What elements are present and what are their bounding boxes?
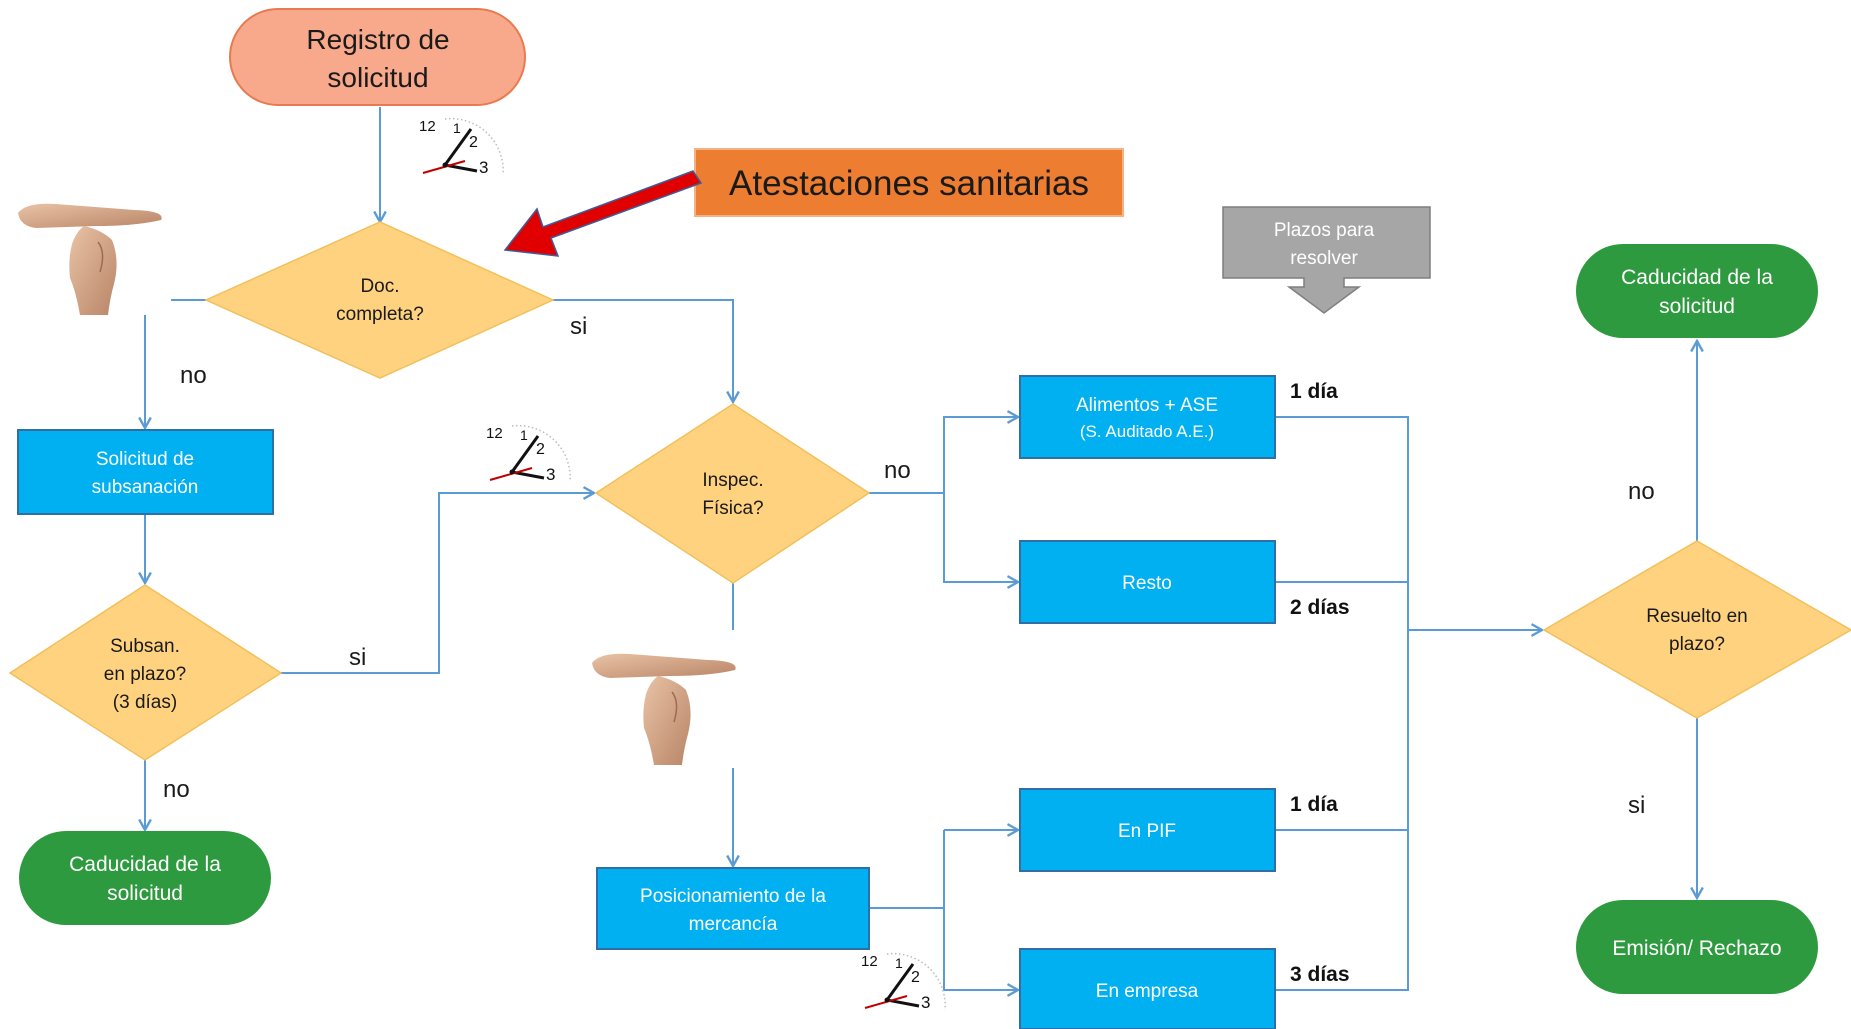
plazos-line2: resolver — [1290, 248, 1358, 269]
resto-node: Resto — [1019, 540, 1276, 624]
red-arrow-icon — [503, 170, 703, 257]
doc-no-label: no — [180, 362, 207, 389]
resuelto-no-label: no — [1628, 478, 1655, 505]
subsan-no-label: no — [163, 776, 190, 803]
edge-inspec-to-resto — [943, 493, 1018, 582]
alimentos-line2: (S. Auditado A.E.) — [1080, 422, 1214, 441]
resuelto-line1: Resuelto en — [1646, 606, 1747, 627]
edge-labels: no si si no no no si — [163, 313, 1655, 819]
solicitud-subsanacion-node: Solicitud de subsanación — [17, 429, 274, 515]
deadline-alimentos: 1 día — [1290, 380, 1338, 403]
alimentos-ase-node: Alimentos + ASE (S. Auditado A.E.) — [1019, 375, 1276, 459]
clock-icon — [484, 423, 572, 486]
deadline-pif: 1 día — [1290, 793, 1338, 816]
en-empresa-node: En empresa — [1019, 948, 1276, 1029]
connectors — [145, 107, 1697, 990]
registro-line2: solicitud — [327, 62, 428, 93]
subsan-si-label: si — [349, 644, 366, 671]
deadline-resto: 2 días — [1290, 596, 1350, 619]
resuelto-line2: plazo? — [1669, 634, 1725, 655]
doc-si-label: si — [570, 313, 587, 340]
edge-subsan-si — [281, 493, 594, 674]
subsanacion-line2: subsanación — [92, 477, 199, 498]
caducidad-left-node: Caducidad de la solicitud — [19, 831, 271, 925]
deadline-labels: 1 día 2 días 1 día 3 días — [1290, 380, 1350, 986]
doc-completa-decision: Doc. completa? — [204, 221, 555, 379]
inspec-line1: Inspec. — [702, 470, 763, 491]
inspec-fisica-decision: Inspec. Física? — [594, 403, 871, 584]
caducidad-right-line1: Caducidad de la — [1621, 266, 1773, 289]
caducidad-left-line1: Caducidad de la — [69, 853, 221, 876]
posicionamiento-line1: Posicionamiento de la — [640, 886, 826, 907]
alimentos-line1: Alimentos + ASE — [1076, 395, 1218, 416]
emision-label: Emisión/ Rechazo — [1612, 937, 1781, 960]
clock-icon — [859, 951, 947, 1014]
doc-line1: Doc. — [360, 276, 399, 297]
atestaciones-callout: Atestaciones sanitarias — [694, 148, 1124, 217]
doc-line2: completa? — [336, 304, 424, 325]
atestaciones-text: Atestaciones sanitarias — [729, 164, 1089, 203]
resuelto-si-label: si — [1628, 792, 1645, 819]
edge-pos-to-empresa — [943, 908, 1018, 990]
registro-line1: Registro de — [306, 24, 449, 55]
en-pif-node: En PIF — [1019, 788, 1276, 872]
registro-node: Registro de solicitud — [229, 8, 526, 106]
resto-label: Resto — [1122, 573, 1172, 594]
plazos-line1: Plazos para — [1274, 220, 1375, 241]
resuelto-plazo-decision: Resuelto en plazo? — [1542, 540, 1851, 719]
pif-label: En PIF — [1118, 821, 1176, 842]
edge-alimentos-out — [1275, 416, 1409, 991]
subsanacion-line1: Solicitud de — [96, 449, 194, 470]
subsan-plazo-decision: Subsan. en plazo? (3 días) — [8, 584, 283, 761]
empresa-label: En empresa — [1096, 981, 1199, 1002]
subsan-line1: Subsan. — [110, 636, 180, 657]
inspec-no-label: no — [884, 457, 911, 484]
subsan-line3: (3 días) — [113, 692, 177, 713]
edge-doc-si — [553, 299, 733, 402]
subsan-line2: en plazo? — [104, 664, 186, 685]
posicionamiento-node: Posicionamiento de la mercancía — [596, 867, 870, 950]
clock-icon — [417, 116, 505, 179]
deadline-empresa: 3 días — [1290, 963, 1350, 986]
edge-inspec-to-alimentos — [943, 417, 1018, 493]
posicionamiento-line2: mercancía — [689, 914, 778, 935]
caducidad-right-line2: solicitud — [1659, 295, 1735, 318]
caducidad-left-line2: solicitud — [107, 882, 183, 905]
inspec-line2: Física? — [702, 498, 763, 519]
stop-hand-icon — [590, 630, 745, 765]
caducidad-right-node: Caducidad de la solicitud — [1576, 244, 1818, 338]
stop-hand-icon — [16, 180, 171, 315]
emision-rechazo-node: Emisión/ Rechazo — [1576, 900, 1818, 994]
edge-pos-split — [869, 830, 945, 909]
plazos-callout: Plazos para resolver — [1222, 206, 1431, 314]
